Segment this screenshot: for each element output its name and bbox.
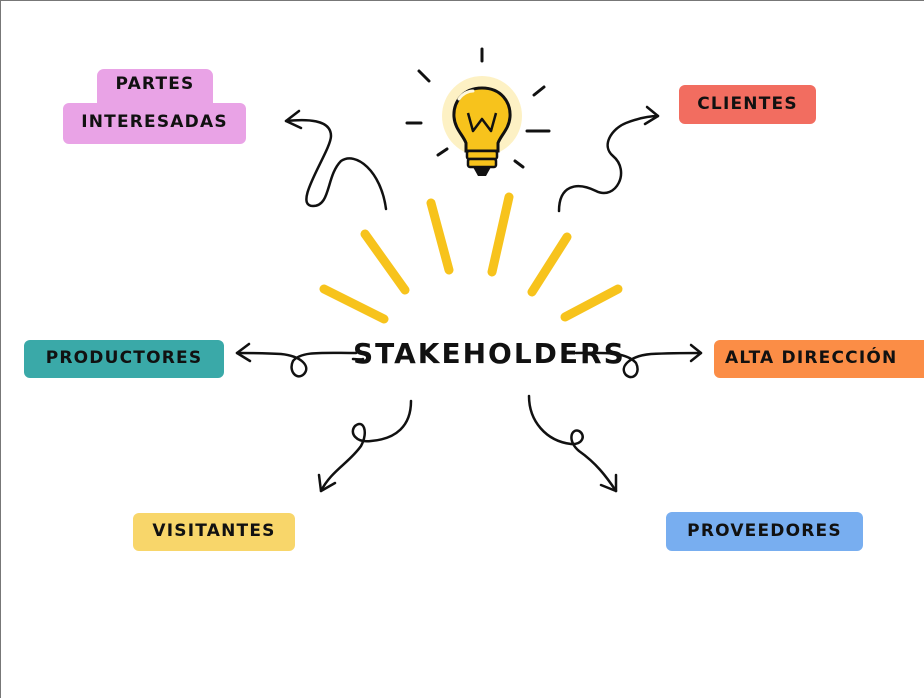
lightbulb-icon xyxy=(405,47,551,176)
node-visitantes-label: VISITANTES xyxy=(152,521,276,541)
node-proveedores-label: PROVEEDORES xyxy=(687,521,842,541)
node-productores-label: PRODUCTORES xyxy=(45,348,203,368)
node-productores: PRODUCTORES xyxy=(24,340,224,378)
center-label: STAKEHOLDERS xyxy=(353,337,626,370)
node-partes-interesadas-2: INTERESADAS xyxy=(63,103,246,144)
node-visitantes: VISITANTES xyxy=(133,513,295,551)
center-node: STAKEHOLDERS xyxy=(353,337,626,370)
arrow-icon xyxy=(235,105,703,493)
node-proveedores: PROVEEDORES xyxy=(666,512,863,551)
node-clientes: CLIENTES xyxy=(679,85,816,124)
node-partes-interesadas-line2: INTERESADAS xyxy=(81,112,228,132)
node-partes-interesadas: PARTES xyxy=(97,69,213,103)
node-alta-direccion-label: ALTA DIRECCIÓN xyxy=(725,348,898,368)
rays-decoration xyxy=(319,192,623,324)
node-clientes-label: CLIENTES xyxy=(697,94,798,114)
node-partes-interesadas-line1: PARTES xyxy=(115,74,195,94)
node-alta-direccion: ALTA DIRECCIÓN xyxy=(714,340,924,378)
